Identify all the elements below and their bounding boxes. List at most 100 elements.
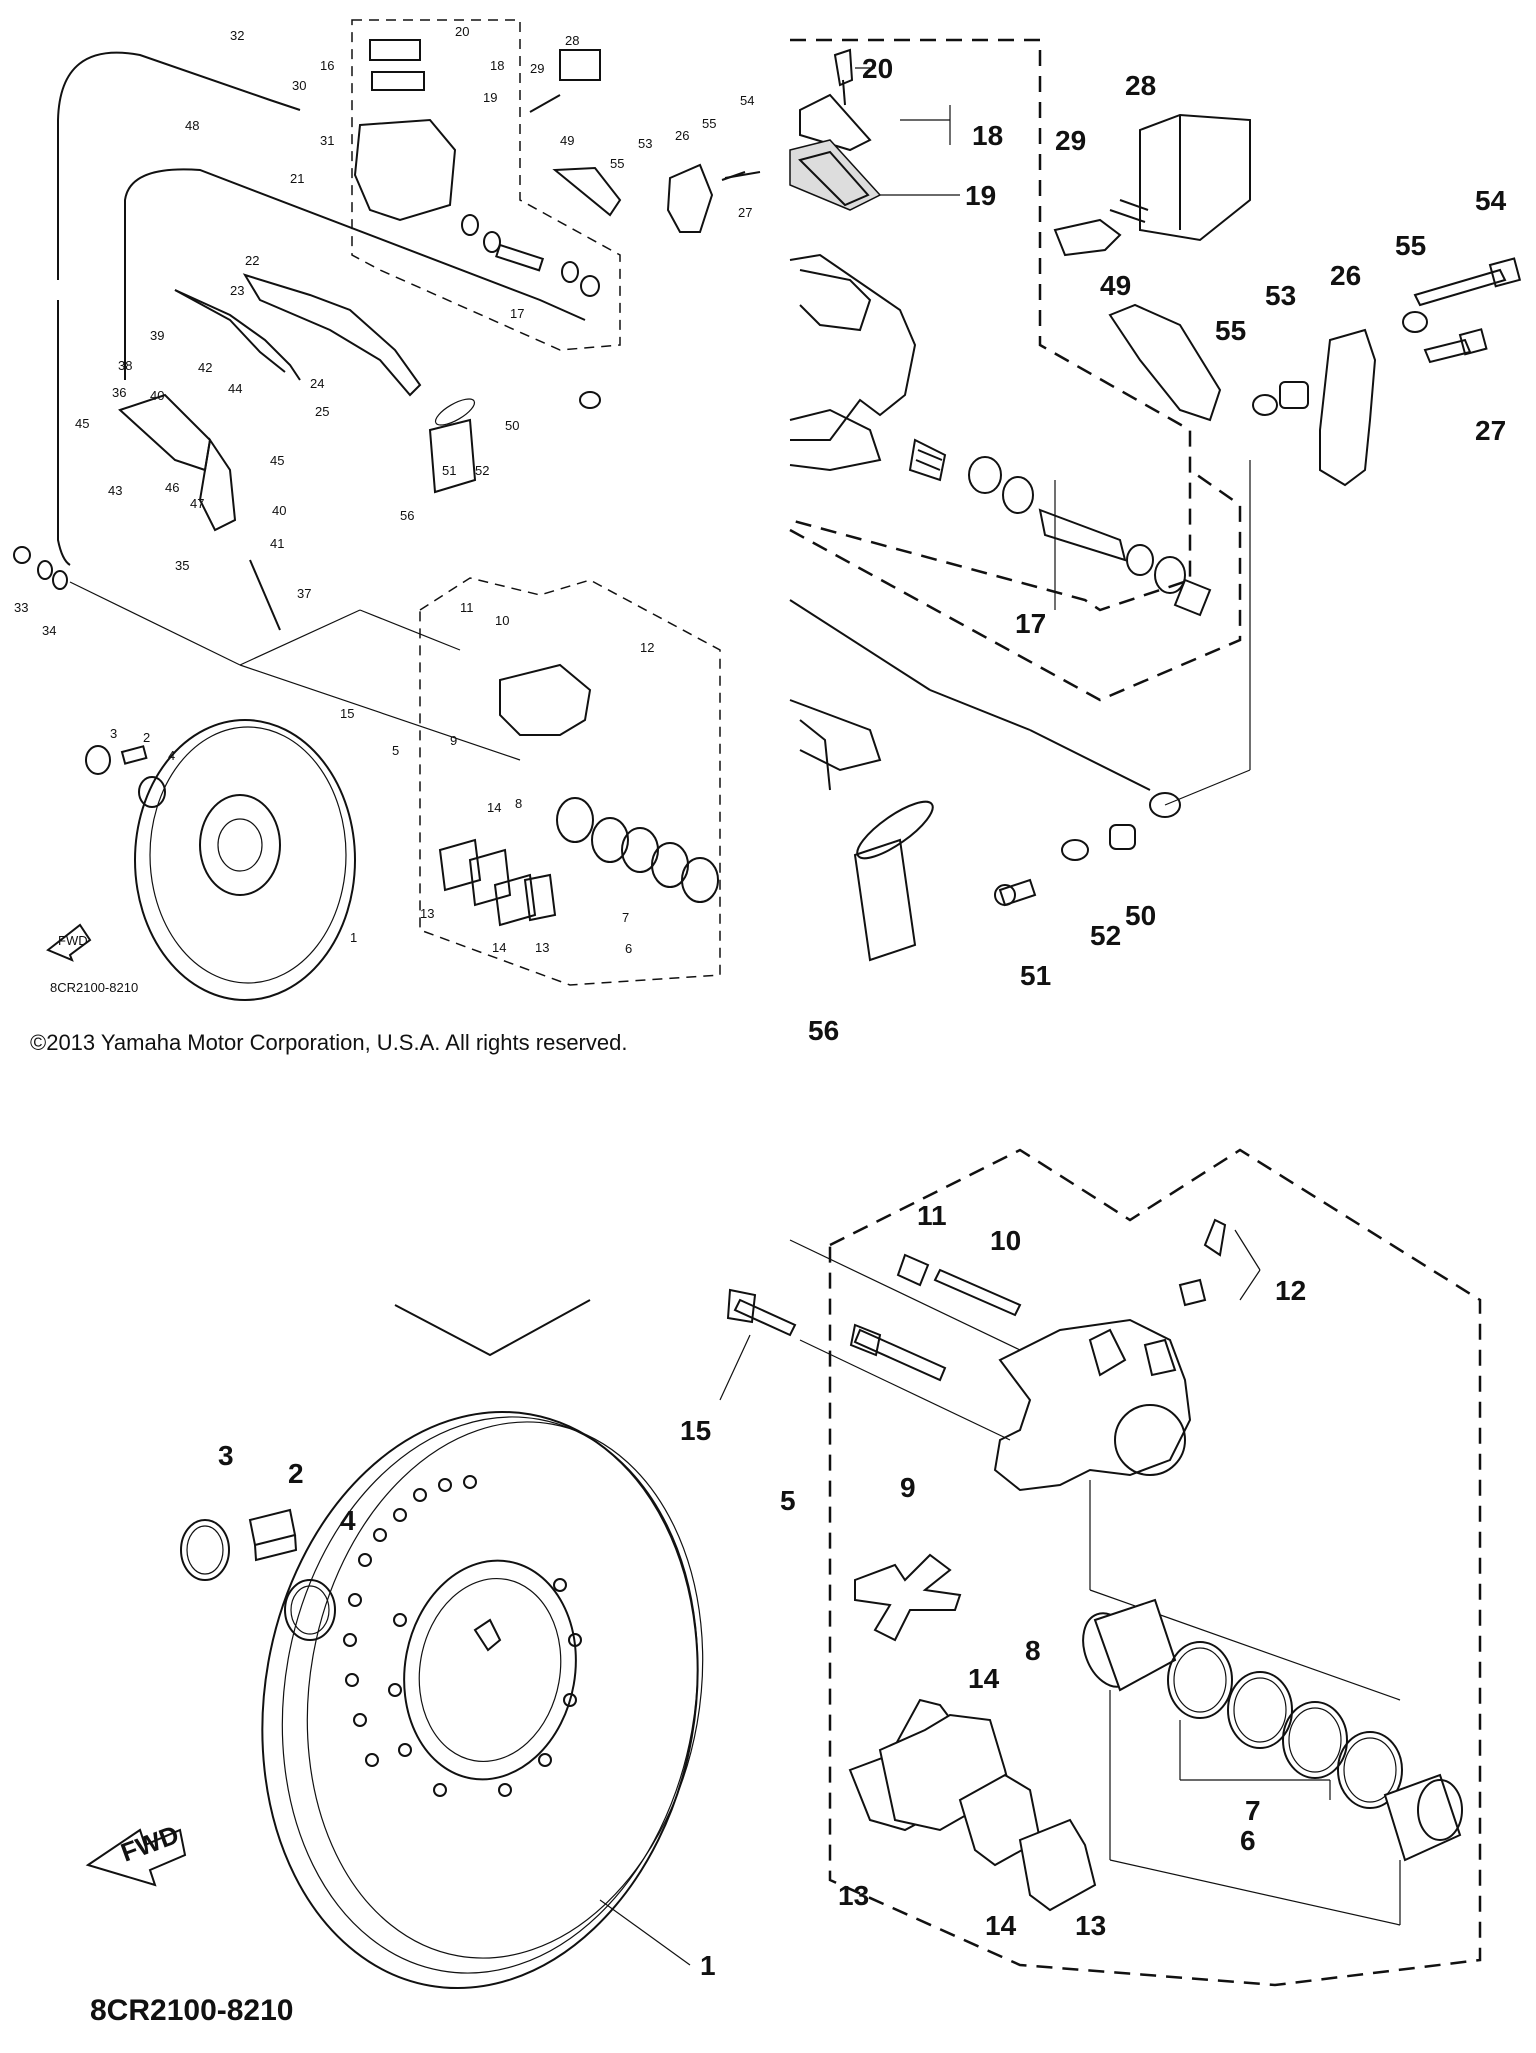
callout-54: 54 (1475, 185, 1507, 216)
callout-27: 27 (1475, 415, 1506, 446)
piston-kit-icon (461, 214, 600, 297)
washer-icon (284, 1579, 336, 1641)
overview-drawing: 32 30 31 48 21 22 23 16 20 18 19 28 29 4… (13, 19, 761, 1001)
piston-kit-zoom-icon (908, 438, 1212, 617)
pedal-arm-icon (118, 393, 212, 472)
label-53: 53 (638, 136, 652, 151)
callout-5: 5 (780, 1485, 796, 1516)
label-28: 28 (565, 33, 579, 48)
label-13: 13 (420, 906, 434, 921)
label-6: 6 (625, 941, 632, 956)
label-47: 47 (190, 496, 204, 511)
label-15: 15 (340, 706, 354, 721)
cap-11-icon (896, 1253, 930, 1287)
callout-19: 19 (965, 180, 996, 211)
piston-6a-icon (1093, 1598, 1177, 1692)
disc-small-icon (134, 719, 356, 1001)
bleeder-icon (1203, 1218, 1227, 1257)
master-cylinder-outline (351, 19, 621, 351)
label-26: 26 (675, 128, 689, 143)
copyright-text: ©2013 Yamaha Motor Corporation, U.S.A. A… (30, 1030, 627, 1055)
pedal-icon (552, 166, 622, 217)
callout-28: 28 (1125, 70, 1156, 101)
reservoir-cap-icon (369, 39, 421, 61)
label-30: 30 (292, 78, 306, 93)
label-5: 5 (392, 743, 399, 758)
callout-55: 55 (1215, 315, 1246, 346)
sticker-small-icon (428, 418, 477, 494)
callout-51: 51 (1020, 960, 1051, 991)
label-22: 22 (245, 253, 259, 268)
label-45: 45 (75, 416, 89, 431)
callout-10: 10 (990, 1225, 1021, 1256)
callout-13: 13 (838, 1880, 869, 1911)
label-20: 20 (455, 24, 469, 39)
label-42: 42 (198, 360, 212, 375)
master-cylinder-zoom-outline (789, 38, 1192, 612)
label-14: 14 (487, 800, 501, 815)
key-icon (248, 1508, 297, 1547)
label-40b: 40 (272, 503, 286, 518)
label-31: 31 (320, 133, 334, 148)
callout-3: 3 (218, 1440, 234, 1471)
caliper-body-icon (993, 1318, 1192, 1492)
master-cylinder-body-icon (353, 118, 457, 222)
callout-2: 2 (288, 1458, 304, 1489)
label-17: 17 (510, 306, 524, 321)
piston-6b-icon (1383, 1773, 1462, 1862)
diagram-code: 8CR2100-8210 (90, 1994, 293, 2027)
label-54: 54 (740, 93, 754, 108)
label-52: 52 (475, 463, 489, 478)
label-51: 51 (442, 463, 456, 478)
label-23: 23 (230, 283, 244, 298)
callout-50: 50 (1125, 900, 1156, 931)
callout-1: 1 (700, 1950, 716, 1981)
caliper-outline-small (419, 577, 721, 986)
label-36: 36 (112, 385, 126, 400)
label-10: 10 (495, 613, 509, 628)
callout-11: 11 (917, 1200, 947, 1231)
label-9: 9 (450, 733, 457, 748)
label-55b: 55 (702, 116, 716, 131)
label-32: 32 (230, 28, 244, 43)
callout-14: 14 (968, 1663, 1000, 1694)
bolt-15-icon (733, 1298, 797, 1337)
label-11: 11 (460, 600, 474, 615)
callout-55b: 55 (1395, 230, 1426, 261)
label-34: 34 (42, 623, 56, 638)
label-8: 8 (515, 796, 522, 811)
label-1: 1 (350, 930, 357, 945)
label-56: 56 (400, 508, 414, 523)
switch-zoom-icon (1139, 113, 1251, 242)
label-55: 55 (610, 156, 624, 171)
callout-17: 17 (1015, 608, 1046, 639)
bracket-icon (666, 163, 714, 233)
code-small: 8CR2100-8210 (50, 980, 138, 995)
seal-icon (1167, 1641, 1233, 1719)
fwd-label-small: FWD (58, 933, 88, 948)
label-48: 48 (185, 118, 199, 133)
label-19: 19 (483, 90, 497, 105)
cable-32-icon (57, 51, 301, 280)
label-16: 16 (320, 58, 334, 73)
diaphragm-icon (371, 71, 425, 91)
label-12: 12 (640, 640, 654, 655)
label-44: 44 (228, 381, 242, 396)
label-7: 7 (622, 910, 629, 925)
label-35: 35 (175, 558, 189, 573)
callout-26: 26 (1330, 260, 1361, 291)
brake-disc-icon (261, 1410, 699, 1990)
callout-56: 56 (808, 1015, 839, 1046)
label-25: 25 (315, 404, 329, 419)
label-14b: 14 (492, 940, 506, 955)
callout-18: 18 (972, 120, 1003, 151)
lever-22-icon (242, 273, 422, 397)
cable-48-icon (124, 168, 586, 380)
label-2: 2 (143, 730, 150, 745)
label-37: 37 (297, 586, 311, 601)
pedal-zoom-icon (1108, 303, 1222, 422)
fwd-arrow-icon (85, 1828, 187, 1887)
label-27: 27 (738, 205, 752, 220)
